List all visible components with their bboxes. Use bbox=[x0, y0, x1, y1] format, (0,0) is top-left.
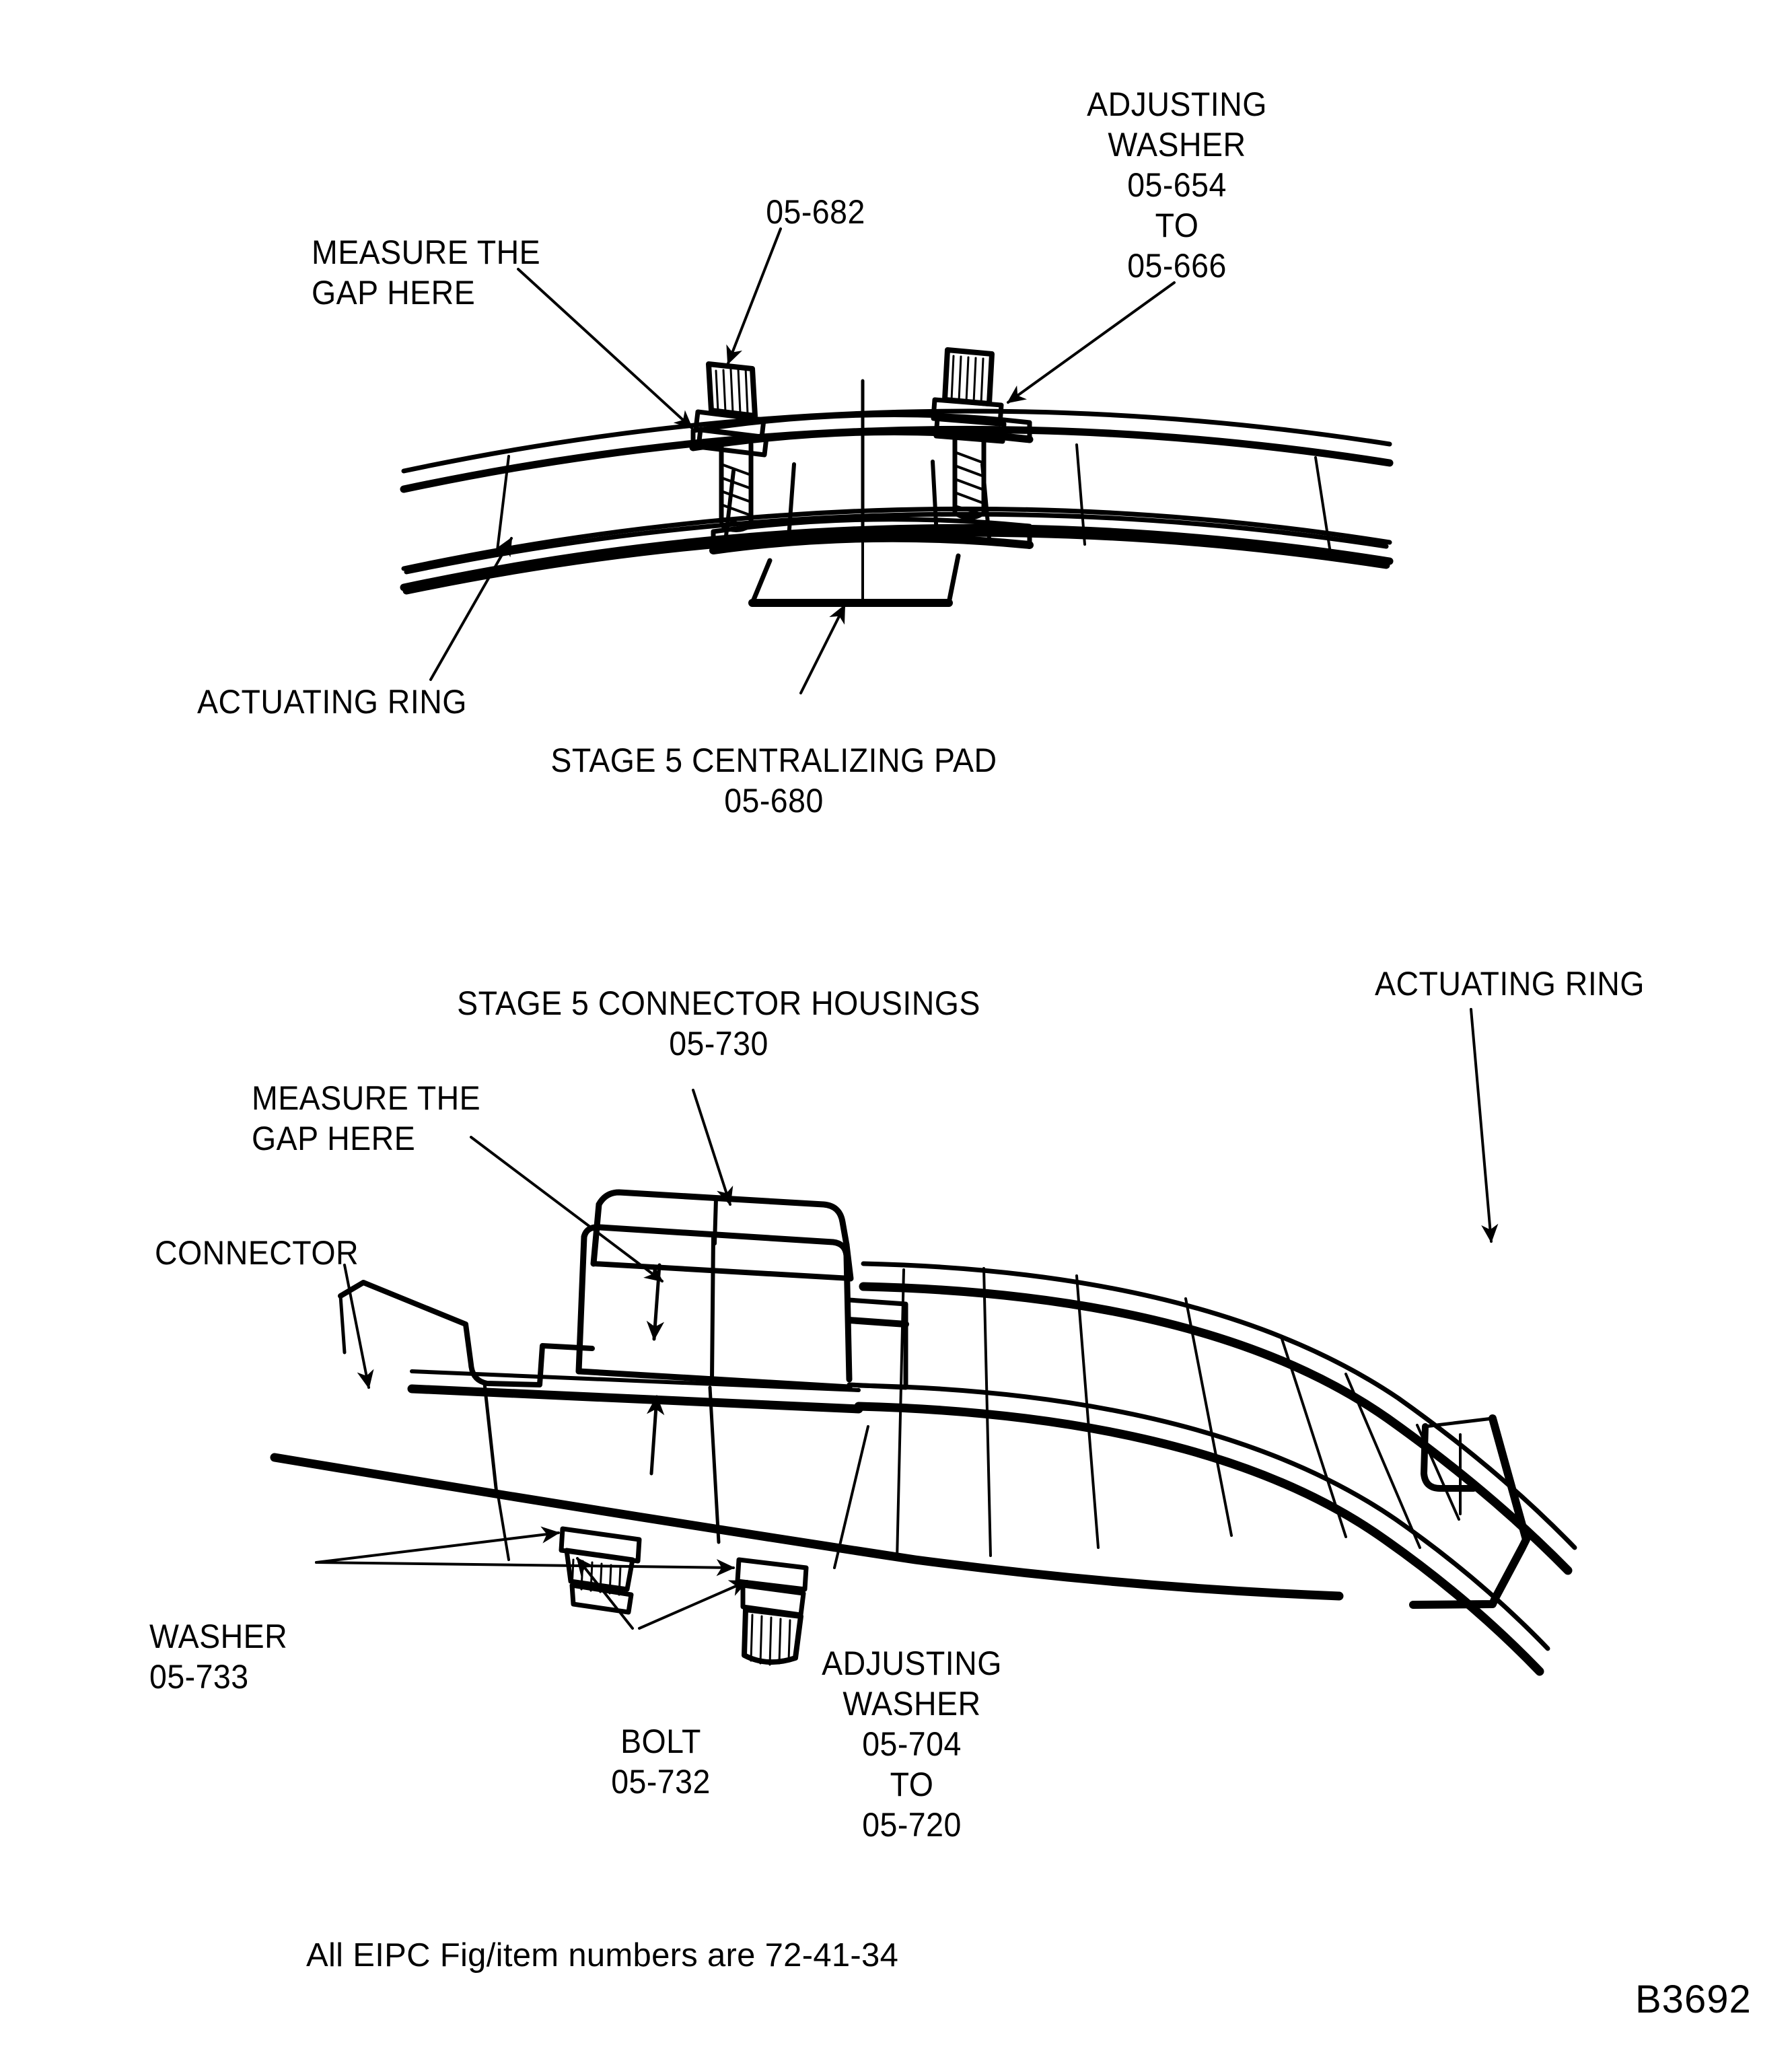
lower-actuating-ring-lower-band bbox=[854, 1383, 1550, 1676]
lower-ring-end-block bbox=[1409, 1414, 1530, 1609]
lower-measure-gap-label: MEASURE THE GAP HERE bbox=[252, 1079, 481, 1157]
lower-base-edge bbox=[270, 1385, 1344, 1601]
gap-dimension-arrows bbox=[646, 1263, 665, 1476]
upper-right-bolt bbox=[931, 347, 1007, 520]
lower-leader-lines bbox=[315, 1008, 1499, 1630]
stage5-connector-housing bbox=[575, 1189, 909, 1391]
upper-measure-gap-label: MEASURE THE GAP HERE bbox=[312, 233, 541, 312]
upper-bolt-item-label: 05-682 bbox=[766, 193, 865, 231]
bolt-label: BOLT 05-732 bbox=[611, 1723, 711, 1801]
upper-lower-plate bbox=[709, 517, 1034, 554]
centralizing-pad-label: STAGE 5 CENTRALIZING PAD 05-680 bbox=[550, 742, 997, 820]
upper-inner-ring-band bbox=[402, 511, 1390, 595]
stage5-centralizing-pad bbox=[748, 530, 961, 607]
upper-assembly-view bbox=[400, 227, 1394, 694]
washer-label: WASHER 05-733 bbox=[149, 1618, 288, 1696]
upper-actuating-ring-label: ACTUATING RING bbox=[197, 683, 467, 721]
connector-housings-label: STAGE 5 CONNECTOR HOUSINGS 05-730 bbox=[457, 984, 980, 1062]
connector-label: CONNECTOR bbox=[155, 1234, 359, 1272]
upper-left-bolt bbox=[693, 361, 769, 532]
upper-actuating-ring-band bbox=[400, 408, 1394, 591]
upper-adjusting-washer-label: ADJUSTING WASHER 05-654 TO 05-666 bbox=[1087, 85, 1267, 285]
lower-right-bolt bbox=[735, 1557, 809, 1666]
lower-actuating-ring-label: ACTUATING RING bbox=[1375, 965, 1645, 1003]
eipc-footnote: All EIPC Fig/item numbers are 72-41-34 bbox=[306, 1937, 899, 1974]
lower-actuating-ring-upper-band bbox=[859, 1261, 1577, 1575]
lower-adjusting-washer-label: ADJUSTING WASHER 05-704 TO 05-720 bbox=[822, 1644, 1002, 1844]
lower-assembly-view bbox=[270, 1008, 1577, 1676]
connector-part bbox=[338, 1280, 595, 1496]
figure-id: B3692 bbox=[1635, 1978, 1752, 2021]
lower-left-bolt bbox=[559, 1526, 642, 1615]
upper-leader-lines bbox=[429, 227, 1176, 694]
